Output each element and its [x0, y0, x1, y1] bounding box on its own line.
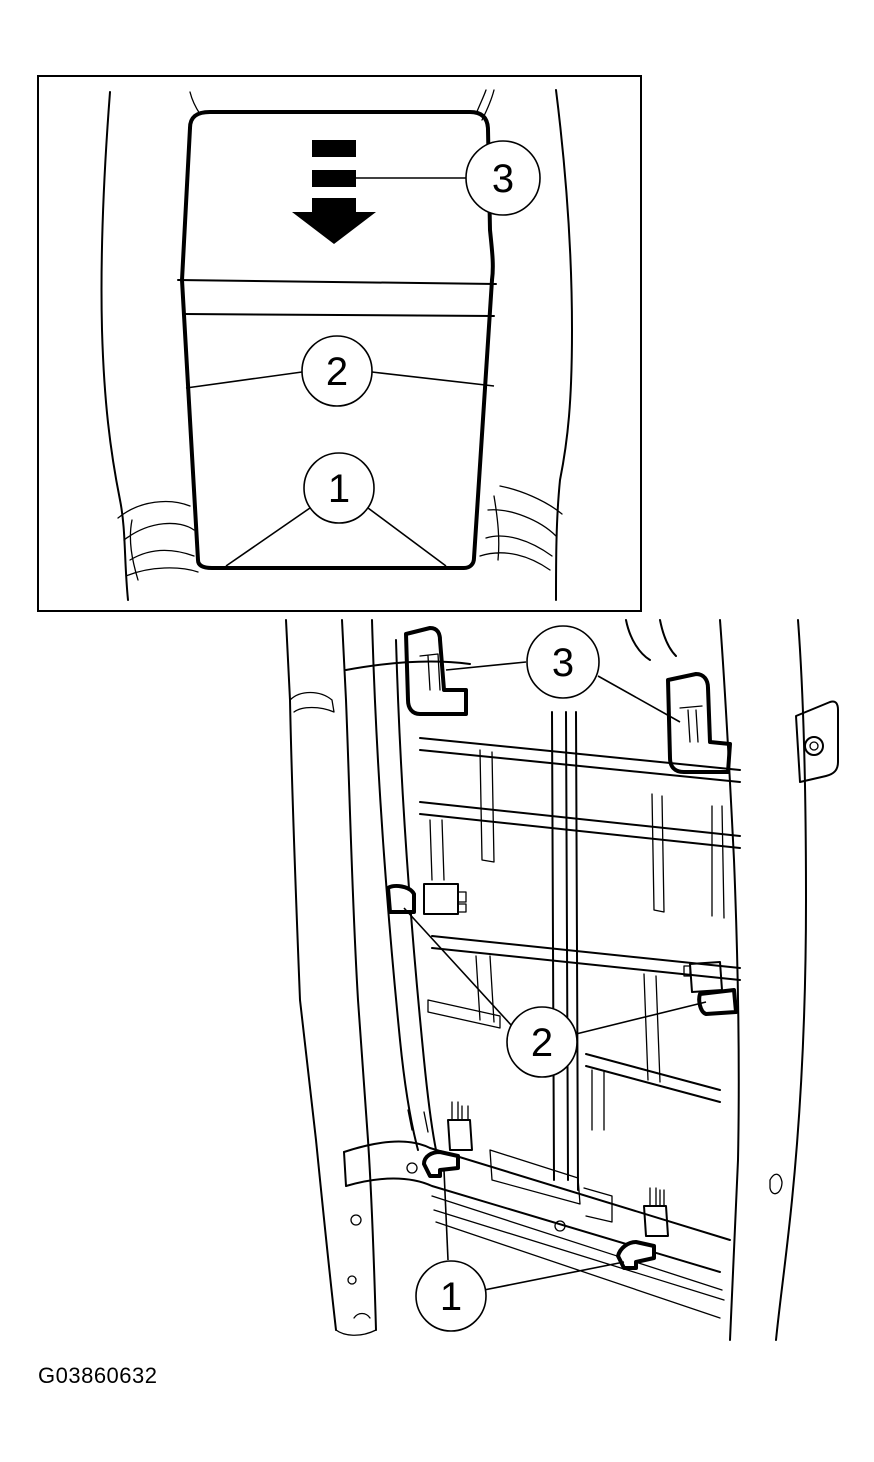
callout-label: 3	[552, 641, 574, 685]
callout-label: 2	[531, 1021, 553, 1065]
frame-right-rail	[719, 619, 740, 1341]
figure-id-label: G03860632	[38, 1363, 158, 1388]
top-panel-detail: 3 2 1	[37, 75, 642, 612]
lower-cross-bar	[343, 1140, 731, 1241]
retainer-clip-left	[386, 884, 416, 914]
callout-3-bottom: 3	[526, 625, 600, 699]
callout-1-top: 1	[303, 452, 375, 524]
lower-connector-left	[447, 1101, 473, 1151]
j-clip-right	[616, 1240, 656, 1270]
lower-connector-right	[643, 1187, 669, 1237]
headrest-guide-right	[666, 672, 732, 774]
frame-left-rail	[285, 619, 337, 1331]
connector-left	[423, 883, 467, 915]
headrest-guide-left	[404, 626, 468, 716]
callout-label: 1	[440, 1275, 462, 1319]
callout-1-bottom: 1	[415, 1260, 487, 1332]
backrest-cover-upper	[188, 110, 495, 282]
seat-outline-left	[100, 91, 129, 601]
seat-outline-right	[555, 89, 573, 601]
down-arrow-icon	[292, 140, 376, 244]
callout-2-bottom: 2	[506, 1006, 578, 1078]
callout-label: 3	[492, 157, 514, 201]
callout-label: 1	[328, 467, 350, 511]
callout-3-top: 3	[465, 140, 541, 216]
j-clip-left	[422, 1150, 460, 1178]
callout-label: 2	[326, 350, 348, 394]
callout-2-top: 2	[301, 335, 373, 407]
backrest-cover-lower	[180, 278, 494, 570]
retainer-clip-right	[697, 988, 738, 1016]
mounting-tab	[795, 700, 839, 783]
seat-frame-illustration: 3 2 1	[285, 619, 839, 1341]
